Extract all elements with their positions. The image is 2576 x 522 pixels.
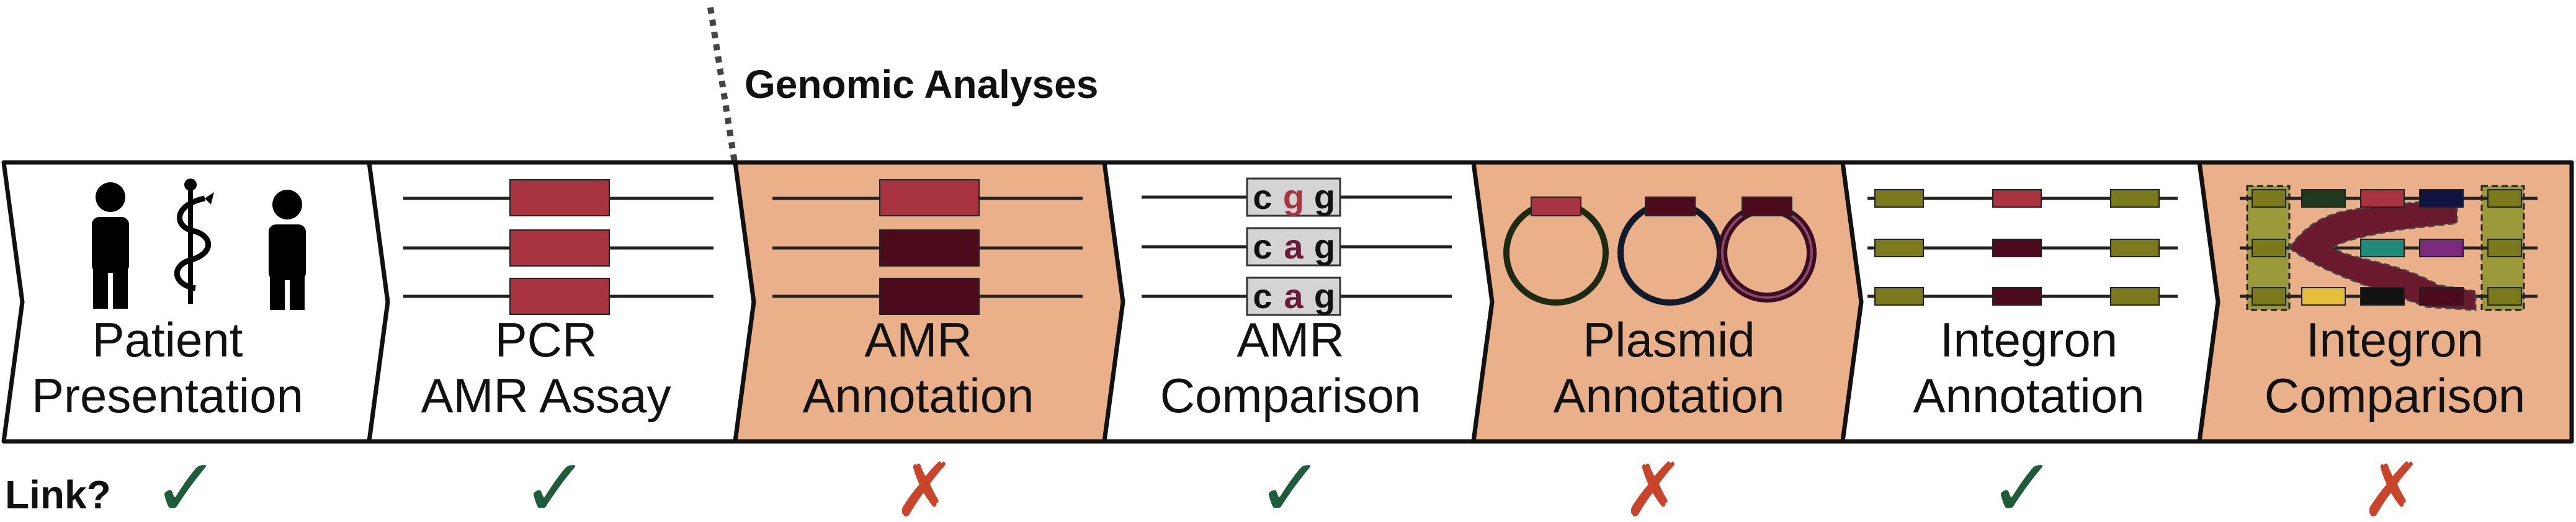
gene-block [509,229,610,267]
check-icon: ✓ [1989,443,2057,522]
integron-comparison-tracks [2240,185,2538,311]
codon-box [1246,227,1341,267]
codon-base: c [1253,276,1272,316]
codon-base: a [1284,227,1304,266]
step-label-title: Integron [2306,312,2484,367]
person-icon [92,182,129,309]
cross-icon: ✗ [893,449,956,522]
check-icon: ✓ [1257,443,1325,522]
codon-base: a [1284,276,1304,316]
gene-block [509,278,610,315]
link-row-label: Link? [5,472,111,517]
codon-base: g [1283,177,1304,216]
cross-icon: ✗ [2361,449,2423,522]
codon-base: c [1253,177,1272,216]
codon-base: g [1314,227,1335,266]
patient-icons [92,179,306,310]
check-icon: ✓ [522,443,589,522]
gene-block [1645,197,1696,216]
cross-icon: ✗ [1622,449,1685,522]
step-label-title: PCR [495,312,597,367]
step-label-subtitle: Annotation [1913,368,2145,423]
step-label-title: AMR [1237,312,1344,367]
gene-block [879,229,980,267]
gene-block [879,179,980,216]
plasmid-icons [1503,197,1817,306]
check-icon: ✓ [153,443,220,522]
step-label-title: Patient [92,312,243,367]
codon-box [1246,177,1341,217]
step-label-subtitle: Presentation [32,368,303,423]
gene-block [509,179,610,216]
step-label-subtitle: Annotation [803,368,1034,423]
step-label-title: Plasmid [1583,312,1755,367]
codon-base: c [1253,227,1272,266]
person-icon [269,190,306,310]
gene-block [1742,197,1792,216]
codon-base: g [1314,177,1335,216]
caduceus-icon [174,179,214,304]
pcr-gene-tracks [403,179,713,315]
step-label-subtitle: AMR Assay [421,368,671,423]
step-label-subtitle: Annotation [1554,368,1785,423]
step-label-subtitle: Comparison [2265,368,2526,423]
codon-box [1246,276,1341,316]
link-marks: ✓ ✓ ✗ ✓ ✗ ✓ ✗ [153,443,2423,522]
step-label-title: Integron [1940,312,2118,367]
amr-annotation-tracks [772,179,1083,315]
gene-block [1531,197,1581,216]
step-label-subtitle: Comparison [1160,368,1421,423]
section-title: Genomic Analyses [745,62,1098,107]
genomic-divider [707,7,738,167]
step-label-title: AMR [864,312,972,367]
integron-annotation-tracks [1867,189,2178,306]
codon-base: g [1314,276,1335,316]
gene-block [879,278,980,315]
